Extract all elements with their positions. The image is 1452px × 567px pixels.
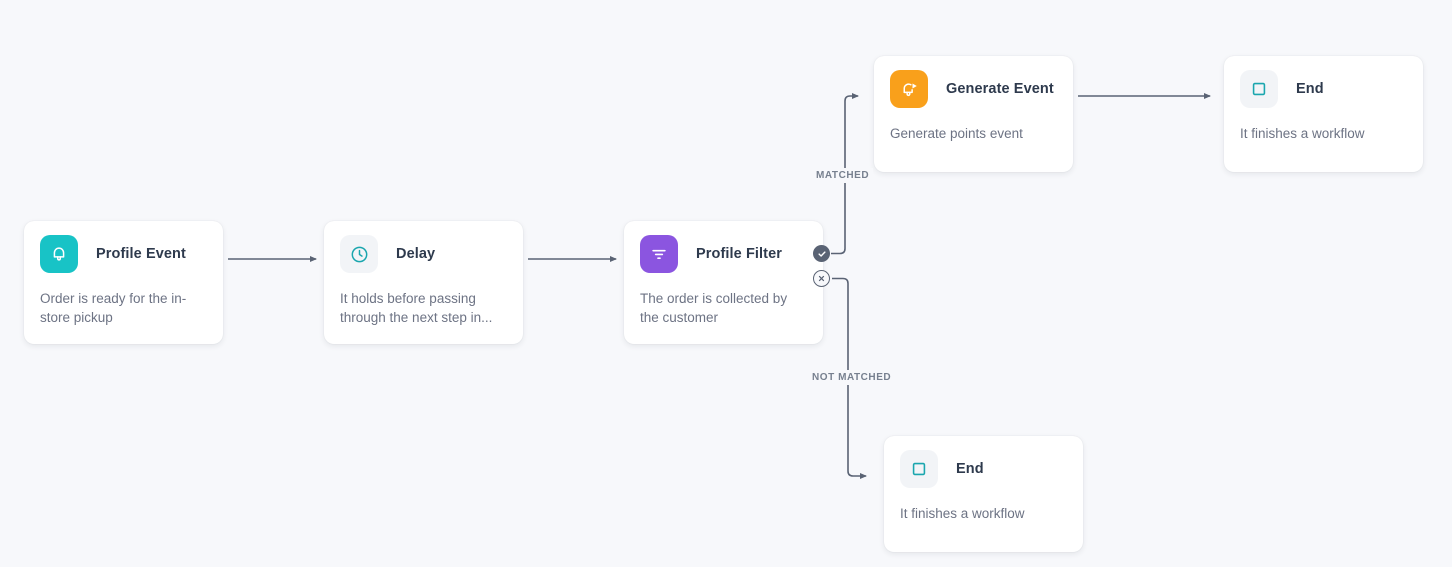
workflow-node-profile-event[interactable]: Profile Event Order is ready for the in-… [24,221,223,344]
bell-icon [40,235,78,273]
filter-icon [640,235,678,273]
node-description: Generate points event [890,126,1023,141]
node-description: Order is ready for the in-store pickup [40,291,187,325]
workflow-node-generate-event[interactable]: Generate Event Generate points event [874,56,1073,172]
edge-label-matched: MATCHED [812,168,874,183]
check-icon[interactable] [813,245,830,262]
workflow-node-end-top[interactable]: End It finishes a workflow [1224,56,1423,172]
node-description: The order is collected by the customer [640,291,788,325]
clock-icon [340,235,378,273]
node-header: Delay [340,235,507,273]
stop-square-icon [900,450,938,488]
node-description: It holds before passing through the next… [340,291,493,325]
node-title: End [1296,81,1324,97]
edge-label-not-matched: NOT MATCHED [808,370,896,385]
node-header: End [1240,70,1407,108]
workflow-node-end-bottom[interactable]: End It finishes a workflow [884,436,1083,552]
workflow-node-profile-filter[interactable]: Profile Filter The order is collected by… [624,221,823,344]
close-icon[interactable] [813,270,830,287]
node-title: Delay [396,246,436,262]
node-description: It finishes a workflow [900,506,1025,521]
node-title: Profile Filter [696,246,782,262]
workflow-node-delay[interactable]: Delay It holds before passing through th… [324,221,523,344]
node-description: It finishes a workflow [1240,126,1365,141]
bell-play-icon [890,70,928,108]
stop-square-icon [1240,70,1278,108]
node-title: Generate Event [946,81,1054,97]
node-header: Profile Filter [640,235,807,273]
node-header: End [900,450,1067,488]
node-title: Profile Event [96,246,186,262]
node-header: Profile Event [40,235,207,273]
node-title: End [956,461,984,477]
node-header: Generate Event [890,70,1057,108]
